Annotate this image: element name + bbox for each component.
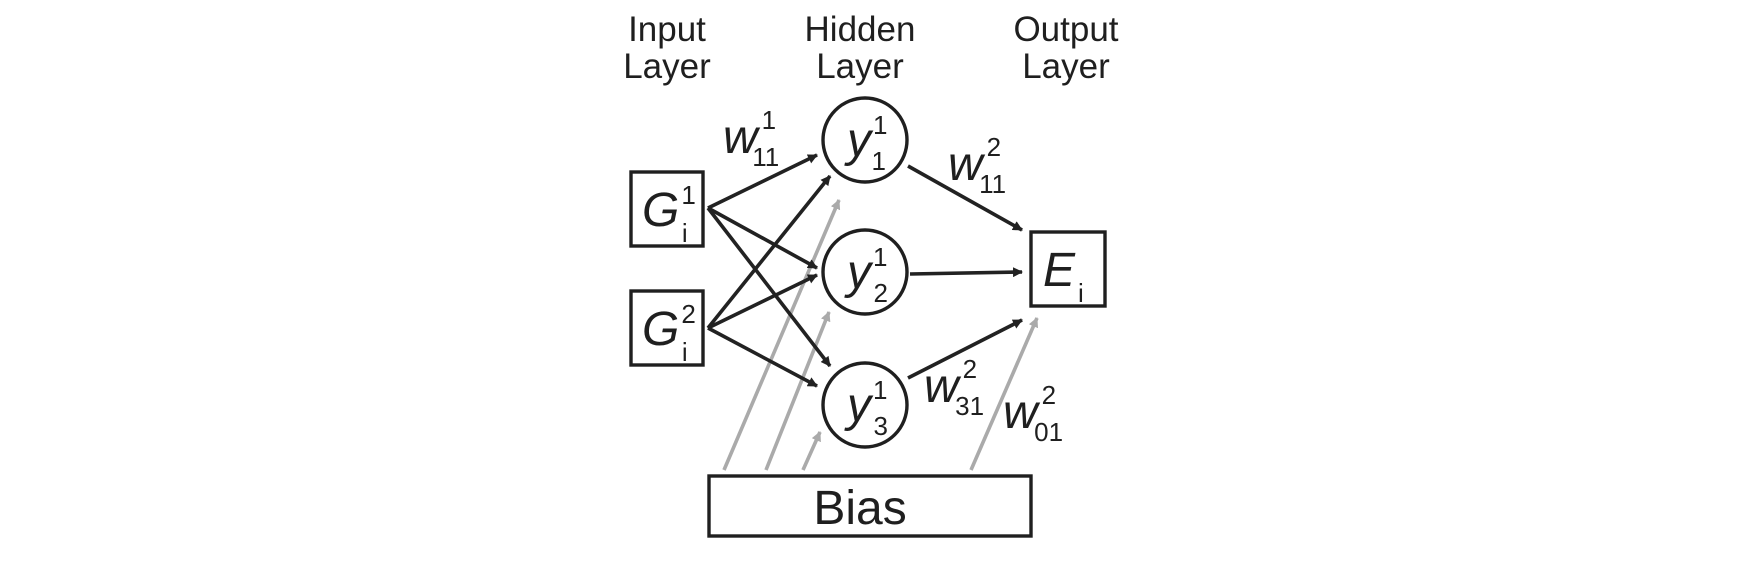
input-node-g2-box — [629, 289, 705, 367]
bias-to-y2-edge — [764, 311, 831, 471]
input-layer-title: Input Layer — [623, 10, 711, 86]
bias-box — [707, 474, 1033, 538]
bias-label: Bias — [813, 482, 906, 535]
g1-to-y1-edge — [707, 153, 818, 210]
bias-to-output-edge — [969, 317, 1039, 471]
y1-to-output-edge — [907, 164, 1023, 232]
hidden-layer-title-line2: Layer — [816, 47, 904, 86]
y2-to-output-edge — [909, 267, 1023, 278]
output-node-e-box — [1029, 230, 1107, 308]
output-layer-title-line2: Layer — [1022, 47, 1110, 86]
bias-to-y3-edge — [801, 431, 822, 471]
input-layer-title-line2: Layer — [623, 47, 711, 86]
input-layer-title-line1: Input — [628, 10, 706, 49]
hidden-layer-title: Hidden Layer — [805, 10, 916, 86]
hidden-output-connections — [907, 164, 1023, 380]
bias-connections — [722, 199, 1039, 471]
hidden-node-y1-circle — [821, 96, 909, 184]
bias-to-y1-edge — [722, 199, 841, 471]
g1-to-y2-edge — [707, 206, 818, 270]
output-layer-title: Output Layer — [1013, 10, 1118, 86]
output-layer-title-line1: Output — [1013, 10, 1118, 49]
g2-to-y3-edge — [707, 326, 818, 388]
g1-to-y3-edge — [706, 206, 832, 368]
input-node-g1-box — [629, 170, 705, 248]
bias-node: Bias — [707, 474, 1033, 538]
y3-to-output-edge — [907, 318, 1023, 380]
hidden-node-y3-circle — [821, 361, 909, 449]
g2-to-y1-edge — [706, 174, 832, 330]
hidden-layer-title-line1: Hidden — [805, 10, 916, 49]
input-hidden-connections — [706, 153, 832, 388]
g2-to-y2-edge — [707, 273, 818, 330]
hidden-node-y2-circle — [821, 228, 909, 316]
